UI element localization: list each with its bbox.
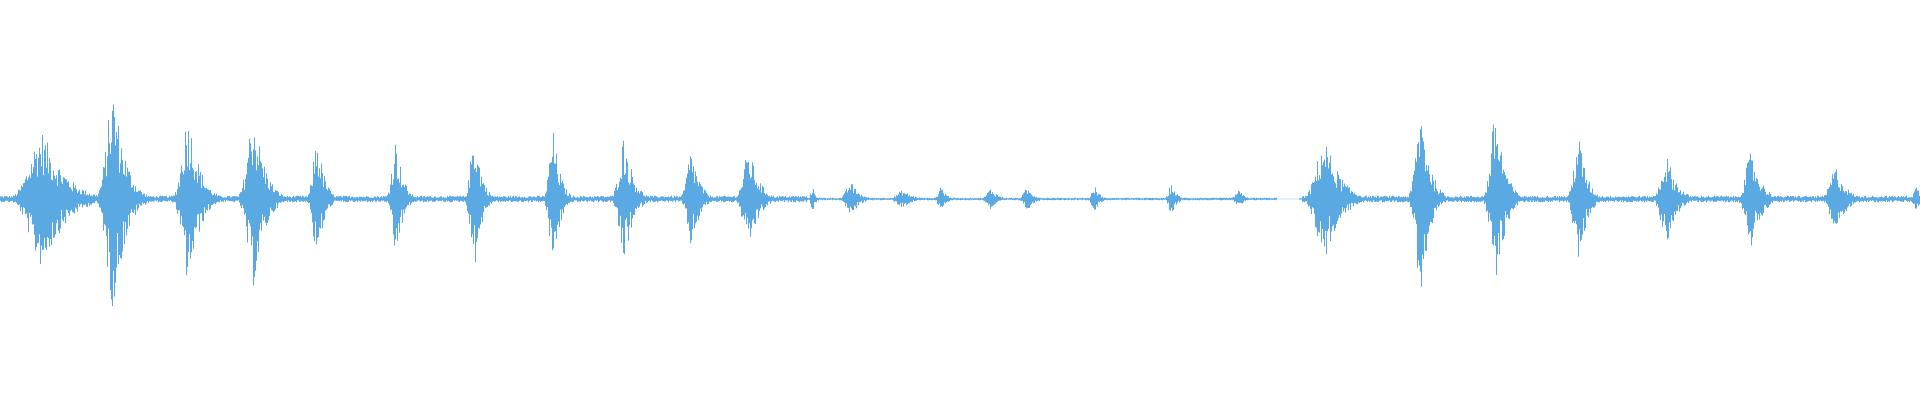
waveform-samples (0, 104, 1920, 307)
waveform-path (0, 104, 1920, 307)
